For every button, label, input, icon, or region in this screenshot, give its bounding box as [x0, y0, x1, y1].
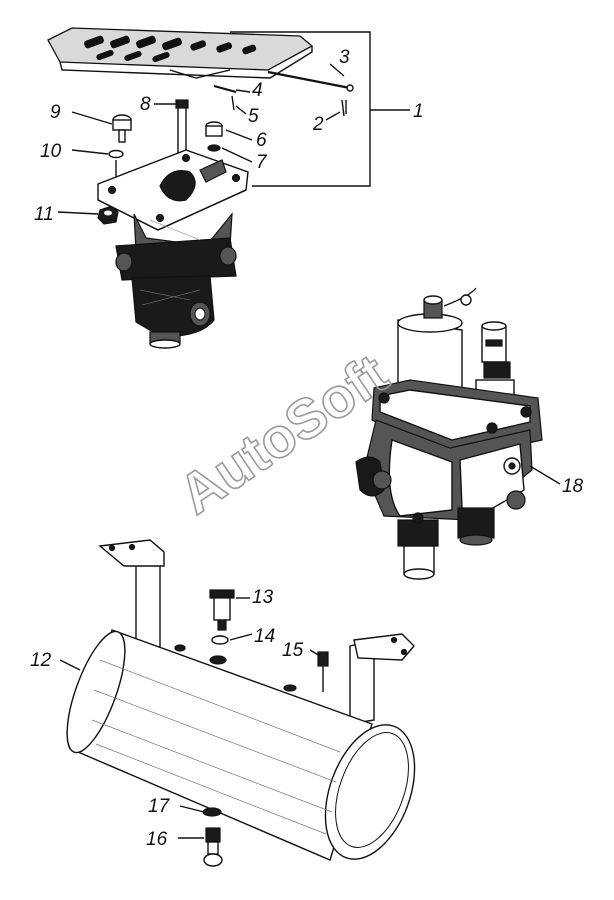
callout-labels: 1 2 3 4 5 6 7 8 9 10 11 12 13 14 15 16 1… — [30, 47, 584, 850]
callout-5: 5 — [248, 106, 259, 127]
air-receiver-tank — [66, 539, 416, 861]
callout-11: 11 — [34, 204, 54, 225]
callout-9: 9 — [50, 102, 61, 123]
callout-4: 4 — [252, 80, 263, 101]
callout-13: 13 — [252, 587, 274, 608]
washer-10 — [108, 149, 124, 159]
callout-6: 6 — [256, 130, 267, 151]
callout-15: 15 — [282, 640, 304, 661]
check-valve-15 — [317, 651, 329, 692]
drain-plug-16 — [203, 827, 223, 867]
pressure-switch-13 — [209, 589, 235, 631]
brake-valve-body — [115, 212, 237, 349]
leader-lines — [57, 63, 561, 839]
callout-1-bracket — [230, 31, 371, 187]
roller-pin — [213, 84, 237, 94]
pressure-regulator-valve — [355, 287, 543, 580]
callout-16: 16 — [146, 829, 168, 850]
cotter-pin — [341, 99, 347, 117]
valve-flange — [97, 149, 249, 231]
bolt-6 — [205, 121, 223, 152]
callout-17: 17 — [148, 796, 171, 817]
callout-8: 8 — [140, 94, 151, 115]
watermark: AutoSoft — [167, 342, 398, 526]
callout-3: 3 — [339, 47, 350, 68]
brake-pedal-assembly — [47, 27, 354, 349]
callout-2: 2 — [312, 114, 324, 135]
pedal-plate — [47, 27, 314, 79]
callout-18: 18 — [562, 476, 584, 497]
pedal-pin — [267, 70, 354, 92]
roller-cotter — [231, 95, 235, 111]
callout-1: 1 — [413, 101, 424, 122]
callout-10: 10 — [40, 141, 62, 162]
callout-14: 14 — [254, 626, 275, 647]
washer-17 — [202, 807, 222, 817]
washer-14 — [211, 635, 229, 645]
bolt-9 — [112, 114, 132, 143]
callout-12: 12 — [30, 650, 52, 671]
callout-7: 7 — [256, 152, 268, 173]
